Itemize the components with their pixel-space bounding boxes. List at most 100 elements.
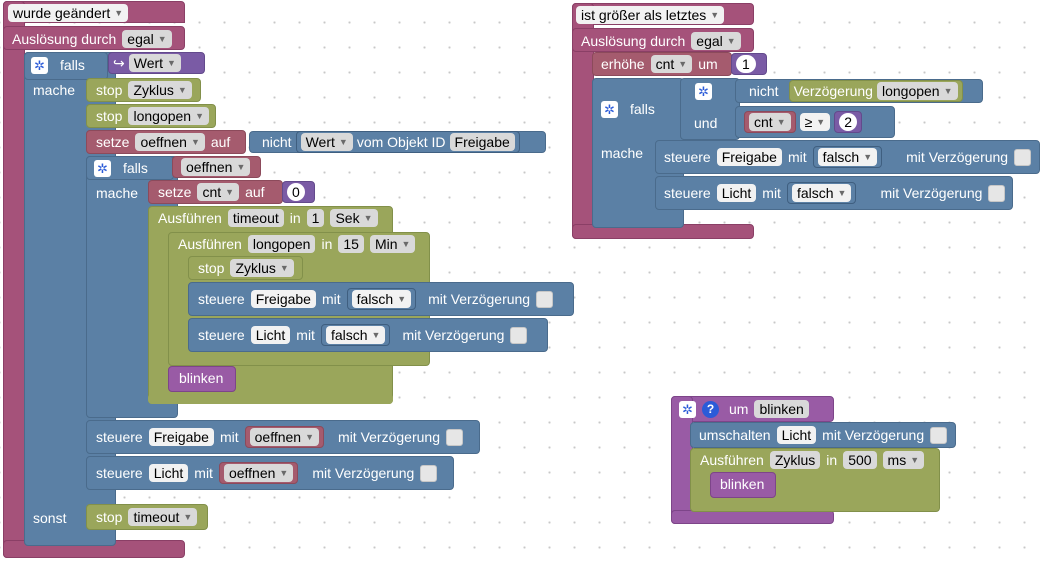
bool-block[interactable]: falsch▼ bbox=[786, 182, 857, 204]
var-dropdown-cnt[interactable]: cnt▼ bbox=[749, 113, 791, 131]
var-dropdown-oeffnen[interactable]: oeffnen▼ bbox=[135, 133, 205, 151]
delay-checkbox[interactable] bbox=[930, 426, 948, 444]
bool-dropdown[interactable]: falsch▼ bbox=[351, 290, 412, 308]
stop-dropdown-zyklus[interactable]: Zyklus▼ bbox=[128, 81, 192, 99]
auf-label: auf bbox=[210, 134, 231, 150]
number-input[interactable]: 1 bbox=[736, 55, 756, 73]
umschalten-block[interactable] bbox=[690, 422, 956, 448]
blinken-call-block[interactable] bbox=[168, 366, 236, 392]
mache-label: mache bbox=[601, 145, 644, 161]
delay-label: mit Verzögerung bbox=[402, 327, 505, 343]
bool-dropdown[interactable]: falsch▼ bbox=[791, 184, 852, 202]
var-dropdown-cnt[interactable]: cnt▼ bbox=[650, 55, 693, 73]
mit-label: mit bbox=[194, 465, 213, 481]
trigger-type-dropdown[interactable]: wurde geändert▼ bbox=[8, 4, 129, 22]
delay-label: mit Verzögerung bbox=[906, 149, 1009, 165]
number-slot[interactable]: 0 bbox=[282, 181, 315, 203]
delay-checkbox[interactable] bbox=[420, 464, 438, 482]
delay-checkbox[interactable] bbox=[510, 326, 528, 344]
in-label: in bbox=[826, 452, 838, 468]
und-label: und bbox=[694, 115, 718, 131]
steuere-label: steuere bbox=[96, 465, 143, 481]
var-dropdown-oeffnen[interactable]: oeffnen▼ bbox=[223, 464, 294, 482]
number-slot[interactable]: 2 bbox=[834, 111, 863, 133]
bool-block[interactable]: falsch▼ bbox=[320, 324, 391, 346]
delay-check-block[interactable]: Verzögerung longopen▼ bbox=[788, 80, 963, 102]
number-input[interactable]: 2 bbox=[839, 113, 858, 131]
timer-unit-dropdown[interactable]: ms▼ bbox=[882, 451, 925, 469]
gear-icon[interactable]: ✲ bbox=[679, 400, 696, 418]
stop-dropdown-timeout[interactable]: timeout▼ bbox=[128, 508, 198, 526]
ausfuehren-label: Ausführen bbox=[178, 236, 242, 252]
stop-dropdown-zyklus[interactable]: Zyklus▼ bbox=[230, 259, 294, 277]
get-value-block[interactable]: Wert▼ vom Objekt ID Freigabe bbox=[295, 131, 520, 153]
bool-dropdown[interactable]: falsch▼ bbox=[817, 148, 878, 166]
in-label: in bbox=[321, 236, 333, 252]
in-label: in bbox=[289, 210, 301, 226]
target-field-freigabe[interactable]: Freigabe bbox=[148, 428, 214, 446]
timer-name-field[interactable]: longopen bbox=[247, 235, 316, 253]
blinken-call-block[interactable] bbox=[710, 472, 776, 498]
timer-value-field[interactable]: 15 bbox=[338, 235, 364, 253]
number-slot[interactable]: 1 bbox=[731, 53, 767, 75]
timer-dropdown-longopen[interactable]: longopen▼ bbox=[876, 82, 958, 100]
gear-icon[interactable]: ✲ bbox=[601, 100, 618, 118]
delay-label: mit Verzögerung bbox=[312, 465, 415, 481]
bool-dropdown[interactable]: falsch▼ bbox=[325, 326, 386, 344]
var-dropdown-oeffnen[interactable]: oeffnen▼ bbox=[249, 428, 320, 446]
target-field-licht[interactable]: Licht bbox=[148, 464, 189, 482]
var-block-cnt[interactable]: cnt▼ bbox=[744, 111, 796, 133]
timer-unit-dropdown[interactable]: Min▼ bbox=[369, 235, 416, 253]
trigger-by-dropdown[interactable]: egal▼ bbox=[691, 32, 741, 50]
steuere-label: steuere bbox=[664, 185, 711, 201]
target-field-licht[interactable]: Licht bbox=[716, 184, 757, 202]
number-input[interactable]: 0 bbox=[287, 183, 305, 201]
nicht-block[interactable]: nicht Verzögerung longopen▼ bbox=[735, 79, 983, 103]
stop-dropdown-longopen[interactable]: longopen▼ bbox=[128, 107, 210, 125]
if-label: falls bbox=[60, 57, 85, 73]
bool-block[interactable]: falsch▼ bbox=[812, 146, 883, 168]
mit-label: mit bbox=[296, 327, 315, 343]
trigger-type-value: wurde geändert bbox=[13, 5, 111, 21]
timer-value-field[interactable]: 1 bbox=[306, 209, 325, 227]
delay-checkbox[interactable] bbox=[988, 184, 1006, 202]
target-field-licht[interactable]: Licht bbox=[776, 426, 817, 444]
function-name-field[interactable]: blinken bbox=[754, 400, 809, 418]
function-block-bottom bbox=[671, 510, 834, 524]
target-field-freigabe[interactable]: Freigabe bbox=[250, 290, 316, 308]
trigger-type-dropdown[interactable]: ist größer als letztes▼ bbox=[576, 6, 725, 24]
auf-label: auf bbox=[245, 184, 265, 200]
gear-icon[interactable]: ✲ bbox=[695, 82, 712, 100]
nicht-label: nicht bbox=[262, 134, 292, 150]
trigger-by-label: Auslösung durch bbox=[581, 33, 686, 49]
value-dropdown-wert[interactable]: Wert▼ bbox=[300, 133, 353, 151]
var-dropdown-cnt[interactable]: cnt▼ bbox=[197, 183, 240, 201]
compare-block[interactable]: cnt▼ ≥▼ 2 bbox=[735, 106, 895, 138]
nicht-block[interactable]: nicht Wert▼ vom Objekt ID Freigabe bbox=[249, 131, 546, 153]
condition-slot-oeffnen[interactable]: oeffnen▼ bbox=[172, 156, 261, 178]
delay-label: mit Verzögerung bbox=[338, 429, 440, 445]
bool-block[interactable]: falsch▼ bbox=[346, 288, 417, 310]
var-dropdown-wert[interactable]: Wert▼ bbox=[128, 54, 181, 72]
var-block-oeffnen[interactable]: oeffnen▼ bbox=[218, 462, 299, 484]
trigger-by-dropdown[interactable]: egal▼ bbox=[122, 30, 172, 48]
var-block-oeffnen[interactable]: oeffnen▼ bbox=[244, 426, 325, 448]
timer-unit-dropdown[interactable]: Sek▼ bbox=[330, 209, 378, 227]
gear-icon[interactable]: ✲ bbox=[31, 56, 48, 74]
delay-checkbox[interactable] bbox=[1014, 148, 1032, 166]
gear-icon[interactable]: ✲ bbox=[94, 159, 111, 177]
help-icon[interactable]: ? bbox=[702, 400, 719, 418]
steuere-label: steuere bbox=[198, 291, 245, 307]
timer-value-field[interactable]: 500 bbox=[843, 451, 877, 469]
delay-checkbox[interactable] bbox=[445, 428, 463, 446]
var-dropdown-oeffnen[interactable]: oeffnen▼ bbox=[181, 158, 251, 176]
condition-slot-wert[interactable]: ↪ Wert▼ bbox=[108, 52, 205, 74]
delay-checkbox[interactable] bbox=[536, 290, 554, 308]
nicht-label: nicht bbox=[749, 83, 779, 99]
target-field-licht[interactable]: Licht bbox=[250, 326, 291, 344]
object-id-field[interactable]: Freigabe bbox=[449, 133, 515, 151]
target-field-freigabe[interactable]: Freigabe bbox=[716, 148, 782, 166]
timer-name-field[interactable]: Zyklus bbox=[769, 451, 821, 469]
timer-name-field[interactable]: timeout bbox=[227, 209, 284, 227]
operator-dropdown[interactable]: ≥▼ bbox=[799, 113, 831, 131]
